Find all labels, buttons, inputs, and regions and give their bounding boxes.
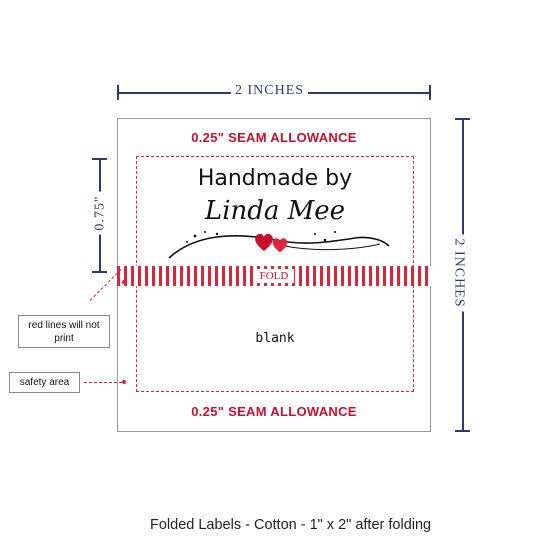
top-section-cap-top [92, 158, 107, 160]
product-caption: Folded Labels - Cotton - 1" x 2" after f… [150, 517, 432, 533]
width-dimension-cap-left [117, 85, 119, 100]
back-side-text: blank [255, 331, 295, 346]
top-section-dimension-label: 0.75" [92, 191, 109, 235]
label-line-handmade: Handmade by [197, 166, 353, 191]
seam-allowance-top: 0.25" SEAM ALLOWANCE [191, 130, 357, 145]
top-section-cap-bottom [92, 271, 107, 273]
safety-area-leader-dot [122, 380, 126, 384]
seam-allowance-bottom: 0.25" SEAM ALLOWANCE [191, 404, 357, 419]
heart-icon [255, 233, 273, 251]
height-dimension-label: 2 INCHES [450, 234, 467, 312]
safety-area-note: safety area [9, 372, 80, 393]
fold-label: FOLD [254, 269, 294, 283]
red-lines-note: red lines will not print [18, 315, 110, 348]
swirl-flourish [168, 231, 390, 259]
height-dimension-cap-bottom [455, 430, 470, 432]
heart-icon [272, 238, 288, 253]
safety-area-leader [84, 382, 122, 383]
height-dimension-cap-top [455, 118, 470, 120]
width-dimension-label: 2 INCHES [231, 83, 309, 99]
red-lines-leader-dot [122, 280, 126, 284]
width-dimension-cap-right [429, 85, 431, 100]
label-line-name: Linda Mee [204, 196, 346, 226]
